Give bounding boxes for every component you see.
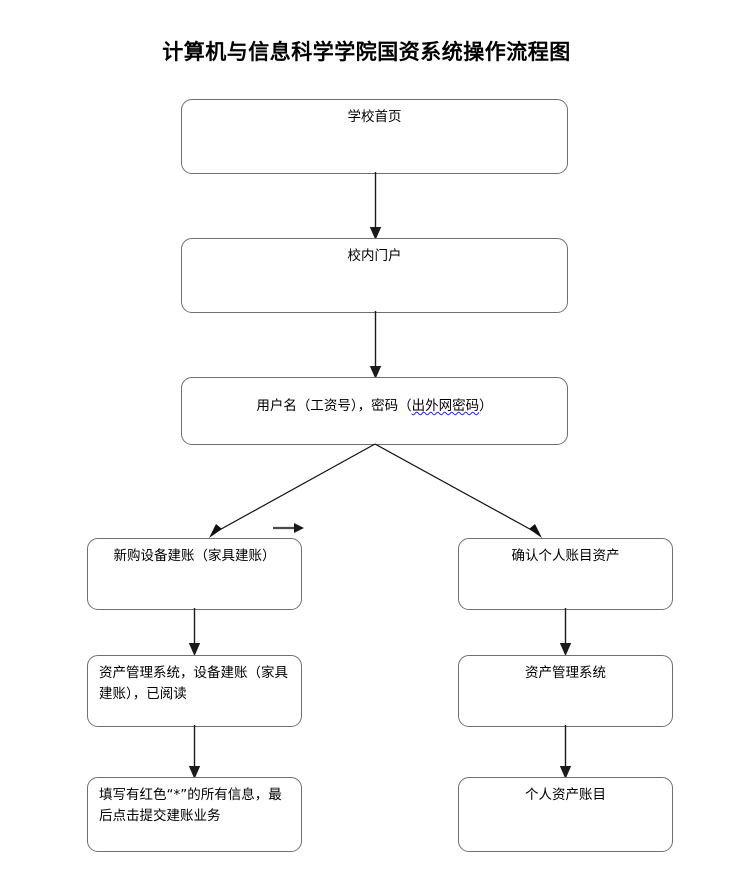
login-suffix-text: ）	[479, 398, 493, 414]
node-confirm-personal-assets[interactable]: 确认个人账目资产	[458, 538, 673, 610]
node-new-equipment-account[interactable]: 新购设备建账（家具建账）	[87, 538, 302, 610]
node-school-homepage-label: 学校首页	[347, 109, 402, 125]
connector-portal-to-login	[369, 311, 382, 379]
node-login-credentials[interactable]: 用户名（工资号），密码（出外网密码）	[181, 377, 568, 445]
connector-login-fork	[209, 443, 542, 538]
node-confirm-personal-assets-label: 确认个人账目资产	[511, 548, 620, 564]
node-asset-system-label: 资产管理系统	[525, 665, 606, 681]
node-personal-asset-account-label: 个人资产账目	[525, 787, 606, 803]
node-school-homepage[interactable]: 学校首页	[181, 99, 568, 174]
page-title: 计算机与信息科学学院国资系统操作流程图	[162, 40, 571, 64]
connector-right-branch-down	[559, 608, 572, 656]
login-prefix-text: 用户名（工资号），密码（	[256, 398, 412, 414]
login-underlined-text: 出外网密码	[411, 398, 480, 414]
node-login-credentials-label: 用户名（工资号），密码（出外网密码）	[191, 396, 558, 417]
node-personal-asset-account[interactable]: 个人资产账目	[458, 777, 673, 852]
node-fill-red-asterisk[interactable]: 填写有红色“*”的所有信息，最后点击提交建账业务	[87, 777, 302, 852]
node-fill-red-asterisk-label: 填写有红色“*”的所有信息，最后点击提交建账业务	[99, 787, 282, 825]
connector-left-branch-down	[188, 608, 201, 656]
node-new-equipment-account-label: 新购设备建账（家具建账）	[113, 548, 276, 564]
node-asset-system[interactable]: 资产管理系统	[458, 655, 673, 727]
node-asset-system-equipment[interactable]: 资产管理系统，设备建账（家具建账），已阅读	[87, 655, 302, 727]
node-asset-system-equipment-label: 资产管理系统，设备建账（家具建账），已阅读	[99, 665, 288, 703]
node-campus-portal-label: 校内门户	[347, 248, 402, 264]
stray-right-arrow-icon	[273, 523, 304, 533]
node-campus-portal[interactable]: 校内门户	[181, 238, 568, 313]
connector-right-mid-down	[559, 725, 572, 779]
connector-left-mid-down	[188, 725, 201, 779]
connector-homepage-to-portal	[369, 172, 382, 240]
